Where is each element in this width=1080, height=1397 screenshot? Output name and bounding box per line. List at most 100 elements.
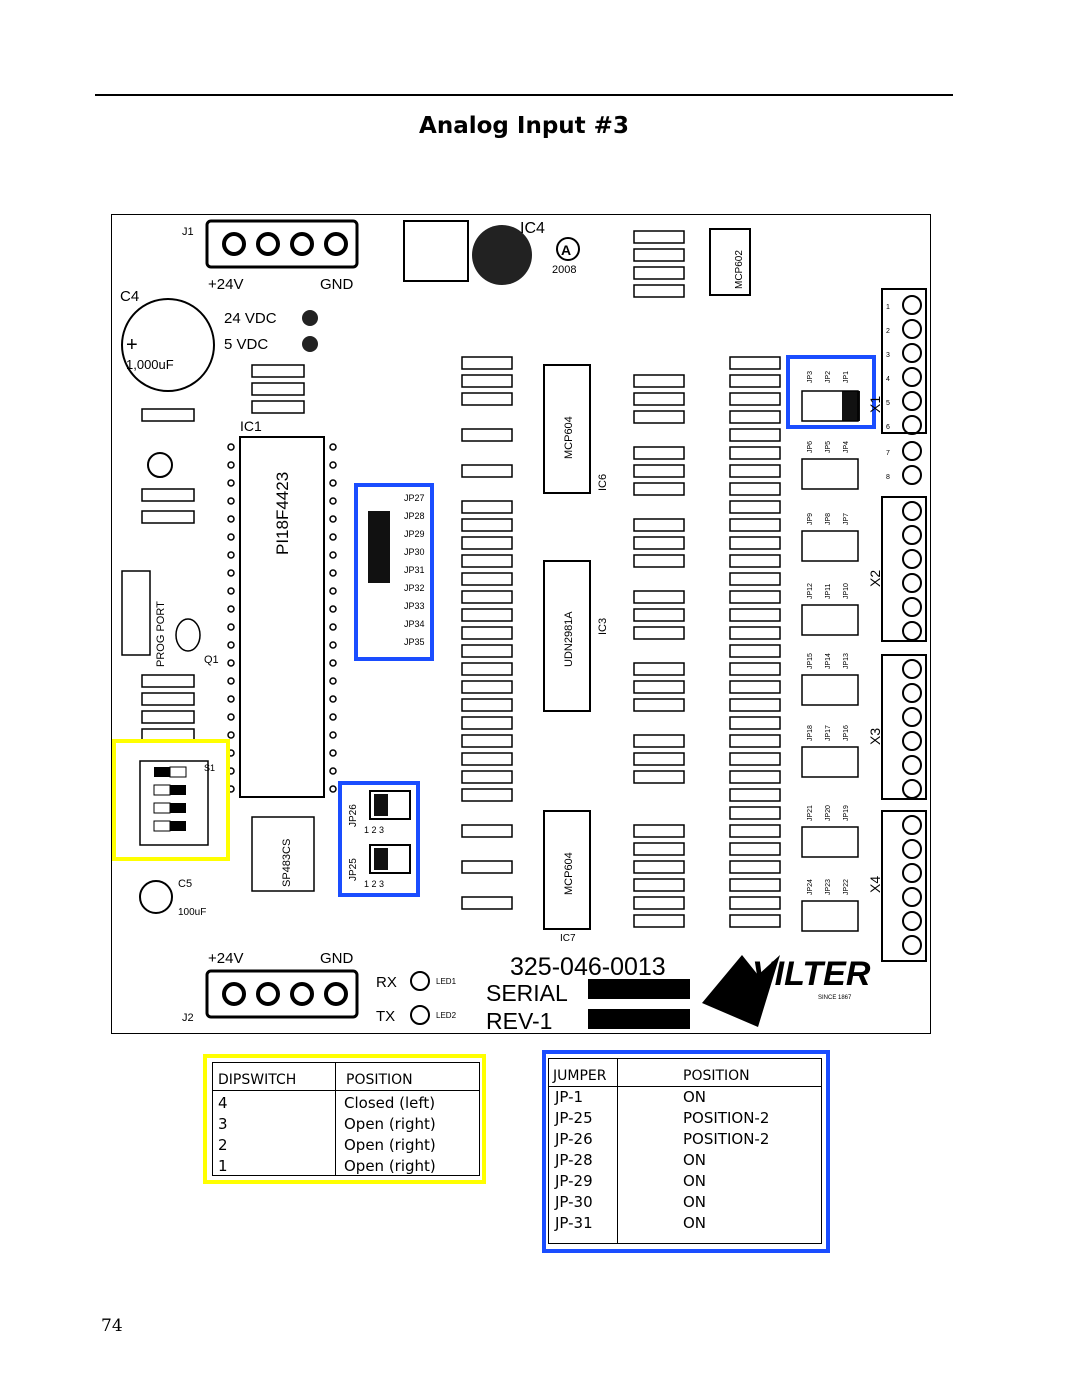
svg-text:JP16: JP16: [843, 725, 850, 741]
svg-text:JP3: JP3: [807, 371, 814, 383]
svg-text:JP12: JP12: [807, 583, 814, 599]
dipswitch-row-switch: 2: [218, 1136, 228, 1154]
svg-text:JP32: JP32: [404, 583, 425, 593]
cpu-pins: [227, 443, 337, 793]
jumper-row-position: POSITION-2: [683, 1130, 770, 1148]
jp26-digits: 1 2 3: [364, 825, 384, 835]
c4-value: 1,000uF: [126, 357, 174, 372]
circuit-board-svg: J1 +24V GND IC4 A 2008 C4 1,000uF + 24 V…: [112, 219, 927, 1033]
ic5-part: MCP602: [734, 250, 745, 289]
x4-label: X4: [867, 876, 883, 893]
c5-value: 100uF: [178, 907, 206, 918]
svg-text:JP34: JP34: [404, 619, 425, 629]
dipswitch-col2-header: POSITION: [346, 1072, 413, 1088]
dipswitch-row-position: Closed (left): [344, 1094, 436, 1112]
ic6-opamp: [543, 364, 591, 494]
prog-port-header: [121, 570, 151, 656]
jp1-jumper: [842, 391, 860, 421]
prog-port-label: PROG PORT: [155, 601, 167, 667]
right-resistors: [633, 230, 781, 928]
jumper-row-position: ON: [683, 1214, 707, 1232]
svg-text:JP19: JP19: [843, 805, 850, 821]
x3-label: X3: [867, 728, 883, 745]
svg-text:7: 7: [886, 450, 890, 457]
rev-label: REV-1: [486, 1008, 552, 1033]
svg-text:JP31: JP31: [404, 565, 425, 575]
v24-label: 24 VDC: [224, 310, 277, 327]
jp1-highlight: [786, 355, 876, 429]
brand-since: SINCE 1867: [818, 995, 852, 1001]
page-title: Analog Input #3: [419, 113, 629, 139]
jumper-row-id: JP-1: [555, 1088, 584, 1106]
svg-text:2: 2: [886, 328, 890, 335]
dipswitch-row-switch: 1: [218, 1157, 228, 1175]
svg-text:JP23: JP23: [825, 879, 832, 895]
svg-text:8: 8: [886, 474, 890, 481]
terminal-blocks: [881, 288, 927, 962]
dipswitch-row-switch: 4: [218, 1094, 228, 1112]
jumper-row-id: JP-28: [555, 1151, 593, 1169]
svg-text:1: 1: [886, 304, 890, 311]
ic7-label: IC7: [560, 933, 576, 944]
svg-text:JP13: JP13: [843, 653, 850, 669]
j2-connector: [205, 969, 359, 1019]
a-logo: [556, 237, 580, 261]
ic4-label: IC4: [520, 220, 545, 237]
dipswitch-table: [212, 1062, 480, 1176]
top-rule: [95, 94, 953, 96]
j2-pins: [222, 982, 348, 1006]
c4-capacitor: [121, 298, 215, 392]
svg-text:JP8: JP8: [825, 513, 832, 525]
plus24-bot-label: +24V: [208, 950, 243, 967]
serial-bar: [588, 979, 690, 999]
jumper-row-id: JP-25: [555, 1109, 593, 1127]
svg-text:A: A: [561, 242, 571, 258]
led4-icon: [302, 336, 318, 352]
jumper-highlight-box: [542, 1050, 830, 1253]
svg-text:JP18: JP18: [807, 725, 814, 741]
circuit-board-diagram: J1 +24V GND IC4 A 2008 C4 1,000uF + 24 V…: [111, 214, 931, 1034]
q1-label: Q1: [204, 654, 219, 666]
part-number: 325-046-0013: [510, 953, 666, 981]
jumper-col2-header: POSITION: [683, 1068, 750, 1084]
dipswitch-column-rule: [335, 1062, 336, 1176]
jumper-row-position: ON: [683, 1088, 707, 1106]
ic4-regulator: [403, 220, 469, 282]
led2-icon: [410, 1005, 430, 1025]
jp-group-labels: JP3 JP2 JP1 JP6 JP5 JP4 JP9 JP8 JP7 JP12…: [807, 371, 850, 895]
svg-text:JP29: JP29: [404, 529, 425, 539]
svg-text:JP7: JP7: [843, 513, 850, 525]
plus24-top-label: +24V: [208, 276, 243, 293]
jumper-row-position: POSITION-2: [683, 1109, 770, 1127]
x1-label: X1: [867, 396, 883, 413]
s1-dipswitch: [139, 760, 209, 846]
jumper-row-id: JP-26: [555, 1130, 593, 1148]
c4-label: C4: [120, 288, 139, 305]
dipswitch-row-position: Open (right): [344, 1115, 436, 1133]
ic4-buzzer: [472, 225, 532, 285]
svg-text:JP33: JP33: [404, 601, 425, 611]
ic1-cpu: [239, 436, 325, 798]
jumper-row-position: ON: [683, 1151, 707, 1169]
terminal-screws: [902, 295, 922, 955]
jumper-row-position: ON: [683, 1193, 707, 1211]
rx-label: RX: [376, 974, 397, 991]
ic6-part: MCP604: [563, 416, 575, 459]
jumper-row-id: JP-30: [555, 1193, 593, 1211]
svg-text:JP4: JP4: [843, 441, 850, 453]
ic7-part: MCP604: [563, 852, 575, 895]
terminal-number-labels: 1 2 3 4 5 6 7 8: [886, 304, 890, 481]
vilter-logo-icon: [702, 955, 780, 1027]
svg-text:+: +: [126, 334, 138, 356]
dipswitch-highlight: [112, 739, 230, 861]
ic6-label: IC6: [597, 474, 609, 491]
svg-text:4: 4: [886, 376, 890, 383]
year-label: 2008: [552, 264, 576, 276]
page-number: 74: [101, 1316, 123, 1336]
jumper-table: [548, 1058, 822, 1244]
ic3-label: IC3: [597, 618, 609, 635]
svg-text:JP21: JP21: [807, 805, 814, 821]
svg-text:3: 3: [886, 352, 890, 359]
dipswitch-row-switch: 3: [218, 1115, 228, 1133]
svg-text:JP6: JP6: [807, 441, 814, 453]
